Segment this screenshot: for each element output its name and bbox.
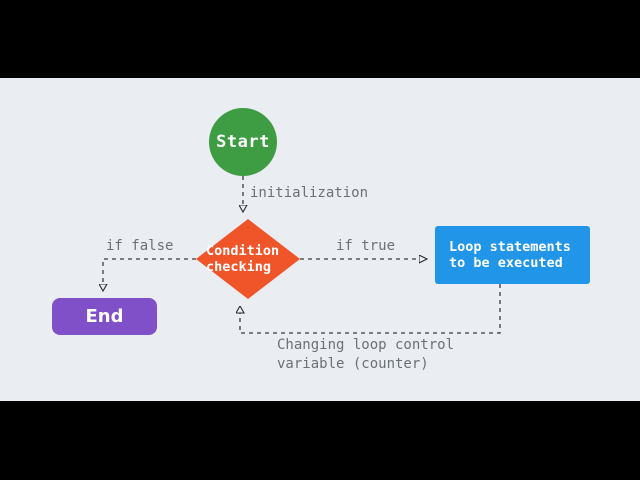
edge-if-false [103,258,196,291]
letterbox-bar-top [0,0,640,78]
edge-loop-back [240,284,501,334]
flowchart-canvas: Start Condition checking End Loop statem… [0,78,640,401]
letterbox-bar-bottom [0,401,640,480]
node-end[interactable] [52,298,157,335]
node-loop-statements[interactable] [435,226,590,284]
flowchart-connectors [0,176,501,334]
node-start[interactable] [209,108,277,176]
